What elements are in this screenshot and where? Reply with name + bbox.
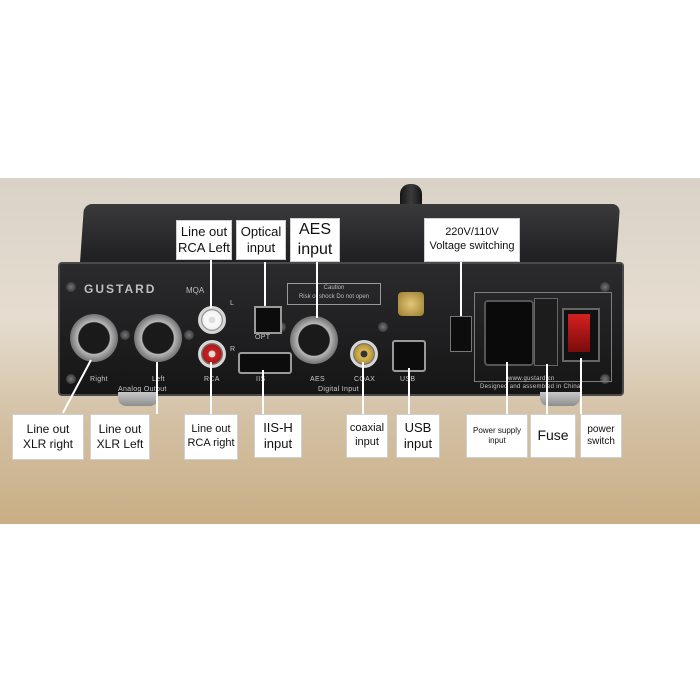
device-top [79, 204, 621, 264]
callout-line-out-xlr-right: Line out XLR right [12, 414, 84, 460]
leader-line [506, 362, 508, 414]
screw [184, 330, 194, 340]
rca-right-connector [198, 340, 226, 368]
iis-label: IIS [256, 376, 266, 383]
caution-title: Caution [323, 285, 345, 291]
mqa-logo: MQA [186, 286, 205, 295]
screw [66, 282, 76, 292]
device-foot [540, 392, 580, 406]
antenna-connector [398, 292, 424, 316]
rca-left-connector [198, 306, 226, 334]
screw [120, 330, 130, 340]
callout-power-supply-input: Power supply input [466, 414, 528, 458]
power-rocker-red [568, 314, 590, 352]
optical-port [254, 306, 282, 334]
callout-line-out-rca-right: Line out RCA right [184, 414, 238, 460]
leader-line [460, 262, 462, 316]
caution-text: Risk of shock Do not open [298, 294, 370, 300]
voltage-switch [450, 316, 472, 352]
callout-usb-input: USB input [396, 414, 440, 458]
fuse-holder [534, 298, 558, 366]
iis-hdmi-port [238, 352, 292, 374]
callout-line-out-xlr-left: Line out XLR Left [90, 414, 150, 460]
opt-label: OPT [255, 334, 271, 341]
ch-l-label: L [230, 300, 235, 307]
analog-output-label: Analog Output [118, 386, 167, 393]
usb-label: USB [400, 376, 415, 383]
usb-port [392, 340, 426, 372]
leader-line [546, 364, 548, 414]
iec-power-socket [484, 300, 534, 366]
leader-line [262, 370, 264, 416]
callout-optical-input: Optical input [236, 220, 286, 260]
ch-r-label: R [230, 346, 236, 353]
leader-line [210, 260, 212, 308]
callout-fuse: Fuse [530, 414, 576, 458]
leader-line [264, 262, 266, 306]
callout-voltage-switching: 220V/110V Voltage switching [424, 218, 520, 262]
callout-coaxial-input: coaxial input [346, 414, 388, 458]
coax-connector [350, 340, 378, 368]
leader-line [156, 362, 158, 414]
digital-input-label: Digital Input [318, 386, 359, 393]
callout-aes-input: AES input [290, 218, 340, 262]
left-label: Left [152, 376, 165, 383]
leader-line [362, 362, 364, 414]
right-label: Right [90, 376, 108, 383]
callout-iis-h-input: IIS-H input [254, 414, 302, 458]
device-foot [118, 392, 158, 406]
xlr-left-connector [134, 314, 182, 362]
brand-logo: GUSTARD [84, 282, 157, 296]
screw [600, 282, 610, 292]
power-panel [474, 292, 612, 382]
website-label: www.gustard.cn [508, 376, 555, 382]
leader-line [408, 368, 410, 414]
screw [378, 322, 388, 332]
made-in-label: Designed and assembled in China [480, 384, 581, 390]
leader-line [316, 262, 318, 318]
coax-label: COAX [354, 376, 376, 383]
callout-line-out-rca-left: Line out RCA Left [176, 220, 232, 260]
screw [66, 374, 76, 384]
screw [600, 374, 610, 384]
aes-label: AES [310, 376, 325, 383]
xlr-right-connector [70, 314, 118, 362]
leader-line [580, 358, 582, 414]
caution-label: Caution Risk of shock Do not open [287, 283, 381, 305]
callout-power-switch: power switch [580, 414, 622, 458]
aes-connector [290, 316, 338, 364]
leader-line [210, 362, 212, 414]
